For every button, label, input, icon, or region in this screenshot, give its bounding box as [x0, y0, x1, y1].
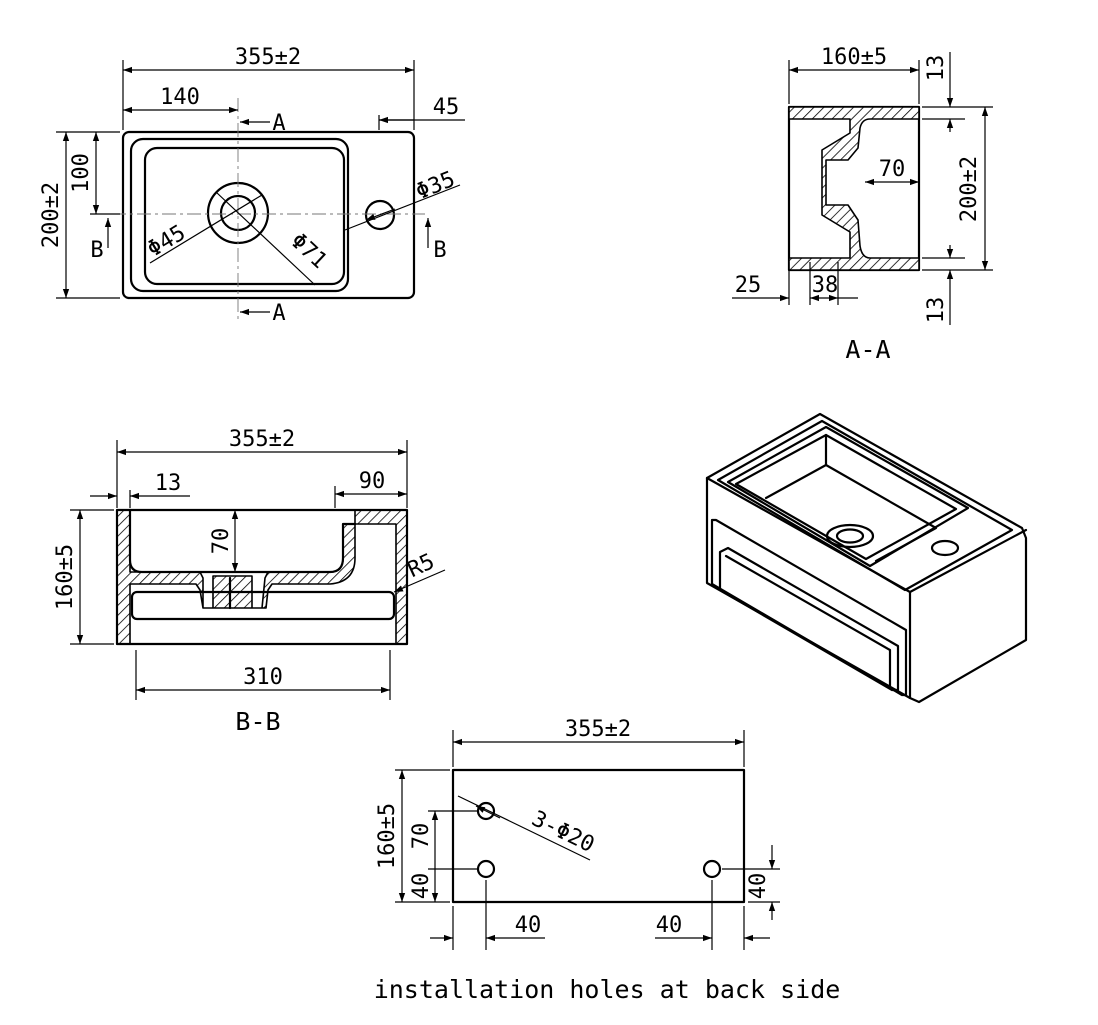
section-marker-a-bottom: A	[272, 301, 285, 326]
dim-top-bowl-center: 140	[160, 85, 200, 110]
dim-top-tap-offset: 45	[433, 95, 460, 120]
dim-bb-radius: R5	[404, 549, 439, 583]
dim-bb-wall: 13	[155, 471, 182, 496]
section-aa: 160±5 200±2 13 13 70 25 38 A-A	[732, 45, 993, 364]
dim-aa-wall-top: 13	[924, 55, 949, 82]
section-aa-label: A-A	[845, 335, 890, 364]
section-bb: 355±2 13 90 160±5 70 R5 310 B-B	[53, 427, 446, 736]
dim-aa-height: 160±5	[821, 45, 887, 70]
dim-top-length: 355±2	[235, 45, 301, 70]
dim-back-hole-right: 40	[656, 913, 683, 938]
back-view: 355±2 160±5 70 40 40 40 40 3-Φ20 install…	[374, 717, 841, 1004]
dia-drain: Φ45	[143, 220, 190, 262]
isometric-view	[705, 412, 1028, 704]
dim-aa-slot: 38	[812, 273, 839, 298]
dim-aa-edge: 25	[735, 273, 762, 298]
top-view: 355±2 140 45 200±2 100 Φ35 Φ45 Φ71 A A B…	[39, 45, 465, 326]
section-marker-b-right: B	[433, 238, 446, 263]
bowl-inner	[143, 146, 346, 286]
dia-drain-outer: Φ71	[285, 229, 331, 274]
dim-back-hole-top: 70	[409, 823, 434, 850]
section-marker-b-left: B	[90, 238, 103, 263]
dim-bb-opening: 310	[243, 665, 283, 690]
dim-back-hole-bottom-right: 40	[746, 873, 771, 900]
back-panel	[451, 768, 746, 904]
back-holes-note: 3-Φ20	[528, 806, 598, 858]
dim-bb-deck: 90	[359, 469, 386, 494]
dim-top-width: 200±2	[39, 182, 64, 248]
section-bb-label: B-B	[235, 707, 280, 736]
hole-bottom-left	[476, 859, 496, 879]
bowl-rim	[129, 137, 350, 293]
dim-aa-bowl-depth: 70	[879, 157, 906, 182]
dim-top-half-width: 100	[69, 153, 94, 193]
hole-bottom-right	[702, 859, 722, 879]
dim-back-length: 355±2	[565, 717, 631, 742]
dim-back-hole-bottom-left: 40	[409, 873, 434, 900]
dim-back-height: 160±5	[375, 803, 400, 869]
basin-outline	[121, 130, 416, 300]
section-marker-a-top: A	[272, 111, 285, 136]
dim-back-hole-left: 40	[515, 913, 542, 938]
dim-bb-length: 355±2	[229, 427, 295, 452]
dim-bb-bowl-depth: 70	[209, 528, 234, 555]
dim-aa-wall-bottom: 13	[924, 297, 949, 324]
back-view-caption: installation holes at back side	[374, 975, 841, 1004]
dim-bb-height: 160±5	[53, 544, 78, 610]
dim-aa-depth: 200±2	[957, 156, 982, 222]
dia-tap-hole: Φ35	[412, 167, 458, 205]
